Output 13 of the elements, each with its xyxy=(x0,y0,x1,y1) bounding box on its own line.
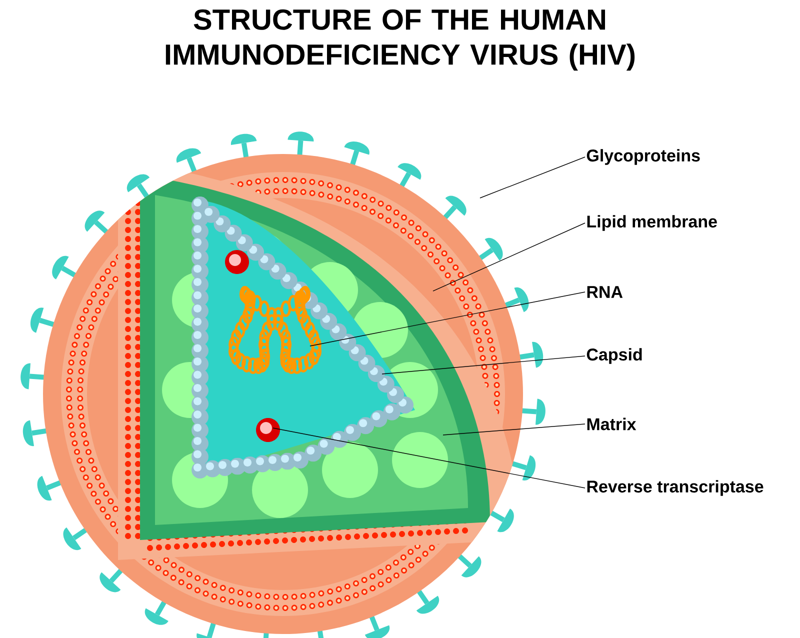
leader-line xyxy=(382,356,586,374)
part-label: Capsid xyxy=(586,348,642,364)
leader-line xyxy=(432,222,586,292)
leader-line xyxy=(272,428,586,488)
part-label: Matrix xyxy=(587,418,636,430)
leader-line xyxy=(310,292,586,346)
leader-line xyxy=(442,424,586,436)
title: STRUCTURE OF THE HUMAN IMMUNODEFICIENCY VIRUS (HIV) xyxy=(166,9,635,71)
part-label: Lipid membrane xyxy=(587,215,717,231)
part-label: Reverse transcriptase xyxy=(587,480,764,496)
part-label: RNA xyxy=(587,286,623,298)
part-label: Glycoproteins xyxy=(586,149,700,165)
leader-line xyxy=(480,156,586,198)
